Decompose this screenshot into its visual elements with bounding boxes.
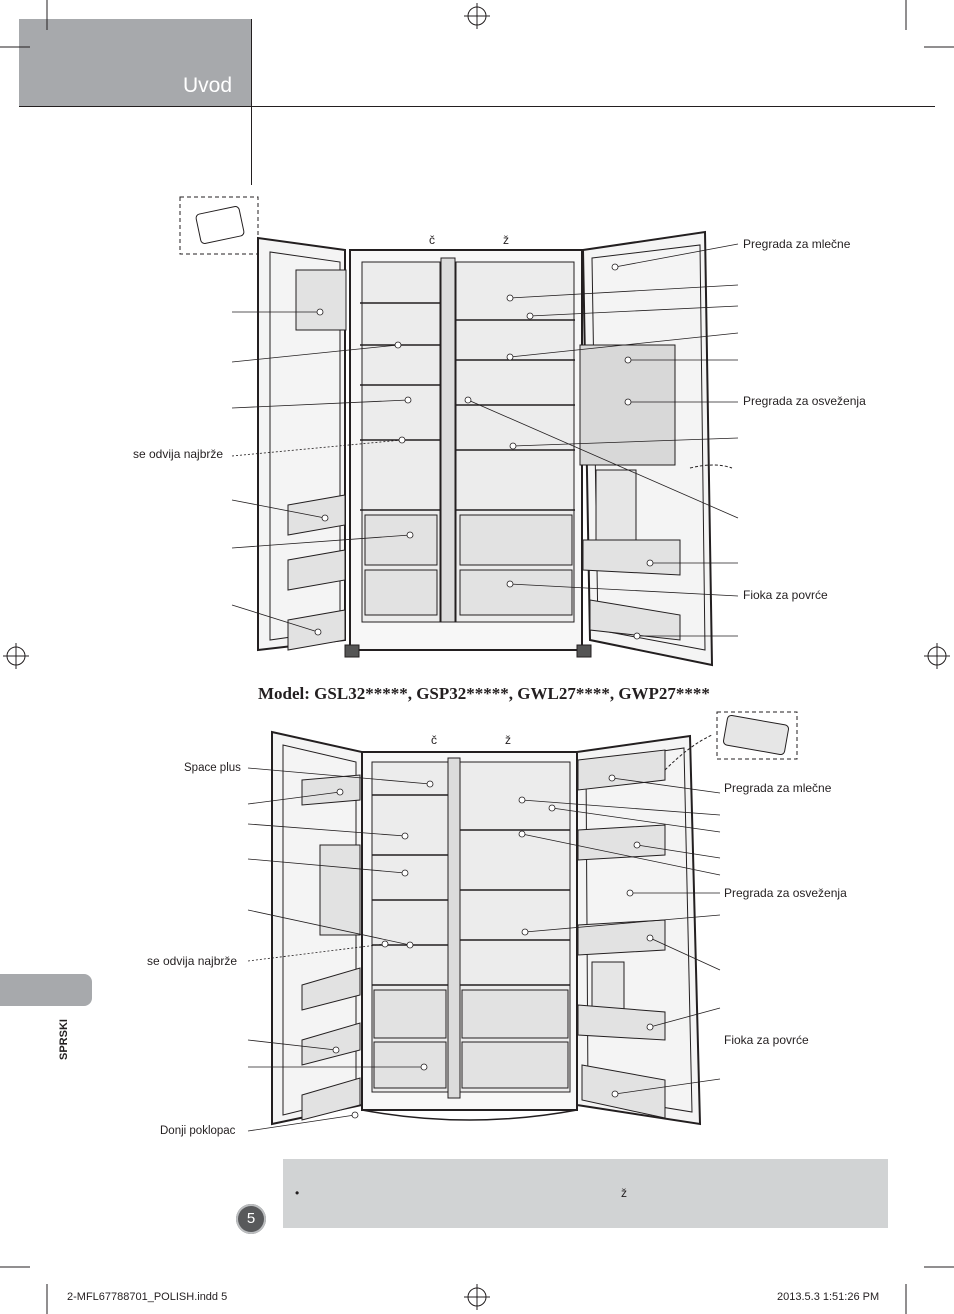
diagram2-label-quick: se odvija najbrže (147, 954, 238, 968)
fridge-diagram-2 (271, 711, 798, 1126)
diagram2-label-space-plus: Space plus (184, 762, 241, 774)
diagram2-label-fresh: Pregrada za osveženja (724, 886, 847, 900)
diagram2-label-bottom-cover: Donji poklopac (160, 1125, 236, 1137)
diagram2-label-veg: Fioka za povrće (724, 1033, 809, 1047)
footer-file: 2-MFL67788701_POLISH.indd 5 (67, 1291, 228, 1303)
leaders-1 (231, 243, 739, 637)
header-rule (19, 106, 935, 107)
diagram2-char-z: ž (505, 733, 511, 747)
header-bar (19, 19, 251, 106)
leaders-2 (247, 767, 721, 1132)
diagram1-char-z: ž (503, 233, 509, 247)
callout-dots-1 (314, 263, 654, 640)
header-divider (251, 19, 252, 185)
callout-dots-2 (332, 774, 654, 1119)
diagram1-label-quick: se odvija najbrže (133, 447, 224, 461)
diagram2-label-dairy: Pregrada za mlečne (724, 781, 832, 795)
model-heading: Model: GSL32*****, GSP32*****, GWL27****… (258, 684, 710, 703)
footer-date: 2013.5.3 1:51:26 PM (777, 1291, 880, 1303)
fridge-diagram-1 (179, 196, 733, 667)
note-char: ž (621, 1186, 627, 1200)
diagram2-char-c: č (431, 733, 437, 747)
diagram1-label-fresh: Pregrada za osveženja (743, 394, 866, 408)
page-title: Uvod (183, 74, 233, 97)
language-label: SPRSKI (58, 1019, 70, 1060)
diagram1-char-c: č (429, 233, 435, 247)
note-bullet: • (295, 1186, 300, 1200)
page-number: 5 (236, 1204, 266, 1234)
registration-marks (3, 3, 950, 1310)
language-tab (0, 974, 92, 1006)
diagram1-label-dairy: Pregrada za mlečne (743, 237, 851, 251)
note-box (283, 1159, 888, 1228)
diagram1-label-veg: Fioka za povrće (743, 588, 828, 602)
